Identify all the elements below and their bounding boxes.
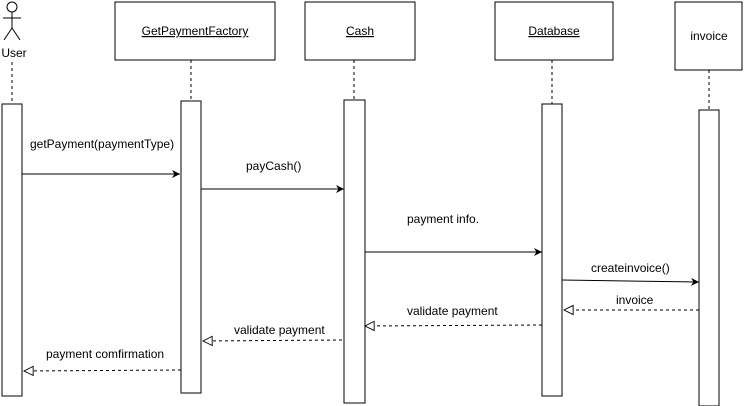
participant-database-label: Database <box>528 24 580 38</box>
message-validate-payment-cash: validate payment <box>365 304 543 326</box>
message-payment-info: payment info. <box>365 212 542 256</box>
actor-figure-icon <box>3 1 21 41</box>
message-paycash: payCash() <box>201 159 344 193</box>
actor-user: User <box>1 1 27 60</box>
message-invoice-return: invoice <box>564 293 699 310</box>
participant-invoice: invoice <box>674 1 743 71</box>
message-arrow <box>365 325 543 326</box>
activation-bar-getpaymentfactory <box>180 100 202 394</box>
message-label: createinvoice() <box>591 261 670 275</box>
activation-bar-cash <box>343 99 366 404</box>
message-arrow <box>561 277 700 286</box>
participant-invoice-label: invoice <box>690 29 728 43</box>
activation-bar-user <box>1 103 23 397</box>
message-label: getPayment(paymentType) <box>30 137 174 151</box>
message-getpayment: getPayment(paymentType) <box>22 137 180 178</box>
message-createinvoice: createinvoice() <box>561 261 700 286</box>
participant-cash-label: Cash <box>346 24 374 38</box>
message-label: payment comfirmation <box>46 347 164 361</box>
activation-bar-database <box>541 103 563 397</box>
participant-database: Database <box>494 1 614 61</box>
participant-getpaymentfactory: GetPaymentFactory <box>114 1 276 61</box>
message-label: payment info. <box>407 212 479 226</box>
message-label: validate payment <box>234 323 325 337</box>
activation-bar-invoice <box>698 109 720 406</box>
message-label: invoice <box>616 293 654 307</box>
actor-user-label: User <box>1 46 26 60</box>
participant-getpaymentfactory-label: GetPaymentFactory <box>142 24 249 38</box>
message-label: payCash() <box>246 159 301 173</box>
message-validate-payment-factory: validate payment <box>203 323 343 341</box>
message-arrow <box>24 370 182 371</box>
participant-cash: Cash <box>304 1 416 61</box>
message-payment-confirmation: payment comfirmation <box>24 347 182 371</box>
message-arrow <box>203 340 343 341</box>
message-label: validate payment <box>407 304 498 318</box>
